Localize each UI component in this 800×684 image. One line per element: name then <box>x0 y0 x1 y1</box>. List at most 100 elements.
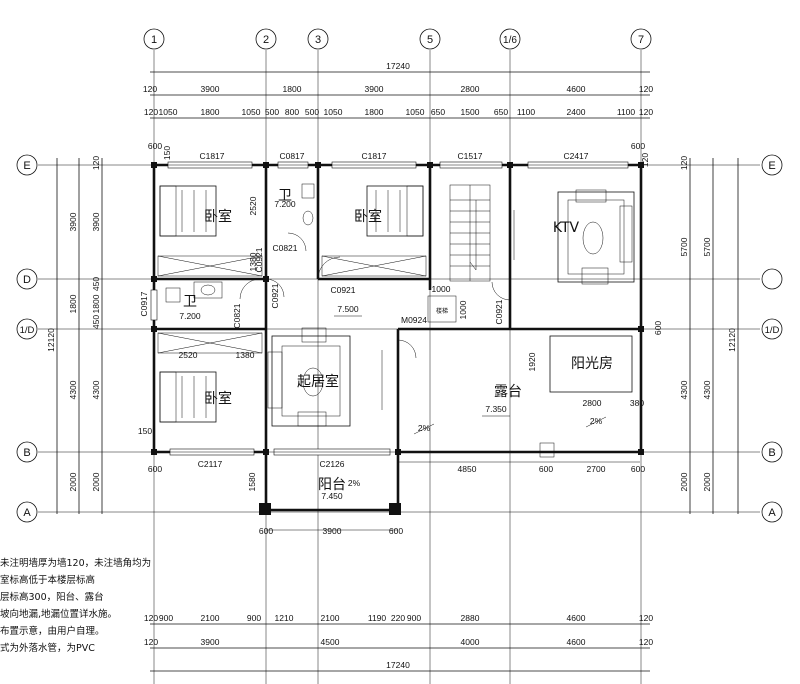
room-label-terrace: 露台 <box>494 384 522 400</box>
svg-text:2520: 2520 <box>248 196 258 215</box>
note-line: 层标高300，阳台、露台 <box>0 592 104 603</box>
staircase: 楼梯 <box>427 184 491 323</box>
svg-text:900: 900 <box>159 613 173 623</box>
note-line: 式为外落水管，为PVC <box>0 643 95 654</box>
axis-label-1D-right: 1/D <box>765 325 780 336</box>
svg-text:2520: 2520 <box>179 350 198 360</box>
svg-text:450: 450 <box>91 277 101 291</box>
window-label: C2417 <box>563 151 588 161</box>
svg-text:2100: 2100 <box>201 613 220 623</box>
axis-label-2: 2 <box>263 34 269 46</box>
svg-text:600: 600 <box>148 464 162 474</box>
room-label-bedroom: 卧室 <box>204 208 232 225</box>
svg-text:120: 120 <box>144 637 158 647</box>
svg-text:3900: 3900 <box>68 212 78 231</box>
svg-text:5700: 5700 <box>679 237 689 256</box>
svg-text:2400: 2400 <box>567 107 586 117</box>
axis-bubbles-left: E D 1/D B A <box>16 154 38 523</box>
axis-label-5: 5 <box>427 34 433 46</box>
svg-text:7.450: 7.450 <box>321 491 343 501</box>
svg-text:1800: 1800 <box>91 294 101 313</box>
interior-walls <box>154 165 641 452</box>
svg-text:120: 120 <box>639 107 653 117</box>
svg-text:1000: 1000 <box>432 284 451 294</box>
room-labels: 卧室 卧室 卧室 卫 卫 KTV 起居室 露台 阳光房 阳台 <box>183 188 613 493</box>
svg-text:380: 380 <box>630 398 644 408</box>
svg-text:1050: 1050 <box>406 107 425 117</box>
axis-label-A-left: A <box>23 507 31 519</box>
window-labels: C1817 C0817 C1817 C1517 C2417 C2117 C212… <box>139 151 589 469</box>
bed-top-left <box>159 185 217 237</box>
axis-bubbles-right: E 1/D B A <box>761 154 783 523</box>
svg-text:3900: 3900 <box>323 526 342 536</box>
svg-text:2000: 2000 <box>91 472 101 491</box>
note-line: 未注明墙厚为墙120，未注墙角均为 <box>0 558 152 569</box>
svg-text:2%: 2% <box>348 478 361 488</box>
svg-text:650: 650 <box>431 107 445 117</box>
door-labels: C0921 C0921 C0921 C0921 M0924 C0821 C082… <box>232 243 504 329</box>
svg-text:220: 220 <box>391 613 405 623</box>
svg-text:2100: 2100 <box>321 613 340 623</box>
svg-text:1210: 1210 <box>275 613 294 623</box>
svg-text:4600: 4600 <box>567 84 586 94</box>
left-dimension-chains: 12120 3900 1800 4300 2000 120 3900 450 1… <box>46 156 103 514</box>
room-label-bedroom: 卧室 <box>204 390 232 407</box>
svg-text:2%: 2% <box>590 416 603 426</box>
right-dimension-chains: 12120 5700 4300 2000 120 5700 4300 2000 <box>679 156 739 514</box>
top-wall-windows <box>150 161 629 456</box>
svg-text:2000: 2000 <box>702 472 712 491</box>
axis-label-1: 1 <box>151 34 157 46</box>
svg-text:1500: 1500 <box>461 107 480 117</box>
svg-text:4300: 4300 <box>679 380 689 399</box>
svg-text:2700: 2700 <box>587 464 606 474</box>
svg-text:3900: 3900 <box>201 84 220 94</box>
note-line: 坡向地漏,地漏位置详水施。 <box>0 609 118 620</box>
svg-text:150: 150 <box>138 426 152 436</box>
svg-text:4300: 4300 <box>702 380 712 399</box>
slope-marks: 2% 2% 2% <box>348 416 607 488</box>
axis-label-3: 3 <box>315 34 321 46</box>
axis-label-B-left: B <box>23 447 30 459</box>
svg-text:1580: 1580 <box>247 472 257 491</box>
bed-bottom-left <box>159 371 217 423</box>
svg-text:600: 600 <box>653 321 663 335</box>
top-dimension-row1: 120 3900 1800 3900 2800 4600 120 <box>143 84 653 96</box>
svg-text:500: 500 <box>305 107 319 117</box>
room-label-bedroom: 卧室 <box>354 208 382 225</box>
room-label-ktv: KTV <box>553 220 580 236</box>
svg-text:C0821: C0821 <box>272 243 297 253</box>
svg-text:2800: 2800 <box>583 398 602 408</box>
svg-text:600: 600 <box>259 526 273 536</box>
svg-text:1050: 1050 <box>324 107 343 117</box>
svg-text:4300: 4300 <box>91 380 101 399</box>
dim-top-total: 17240 <box>386 61 410 71</box>
axis-label-E-left: E <box>23 160 30 172</box>
window-label: C0917 <box>139 291 149 316</box>
svg-text:120: 120 <box>679 156 689 170</box>
axis-label-D-left: D <box>23 274 31 286</box>
window-label: C1817 <box>361 151 386 161</box>
svg-text:2800: 2800 <box>461 84 480 94</box>
svg-text:120: 120 <box>640 153 650 167</box>
bathroom-fixtures <box>165 183 315 303</box>
svg-text:C0921: C0921 <box>330 285 355 295</box>
svg-text:600: 600 <box>148 141 162 151</box>
svg-text:600: 600 <box>631 464 645 474</box>
door-swings <box>239 232 511 359</box>
room-label-sunroom: 阳光房 <box>571 356 613 372</box>
svg-text:4600: 4600 <box>567 613 586 623</box>
svg-text:C0821: C0821 <box>232 303 242 328</box>
svg-text:3900: 3900 <box>91 212 101 231</box>
bottom-dimension-total: 17240 <box>150 660 650 672</box>
svg-text:900: 900 <box>247 613 261 623</box>
bottom-dimension-row2: 120 900 2100 900 1210 2100 1190 220 900 … <box>144 613 653 625</box>
svg-text:2880: 2880 <box>461 613 480 623</box>
svg-text:4600: 4600 <box>567 637 586 647</box>
svg-text:5700: 5700 <box>702 237 712 256</box>
svg-text:7.500: 7.500 <box>337 304 359 314</box>
interior-dimensions: 2520 1380 2520 1380 1000 1000 1920 2800 … <box>179 196 645 536</box>
svg-text:120: 120 <box>91 156 101 170</box>
svg-text:1800: 1800 <box>201 107 220 117</box>
svg-text:600: 600 <box>539 464 553 474</box>
